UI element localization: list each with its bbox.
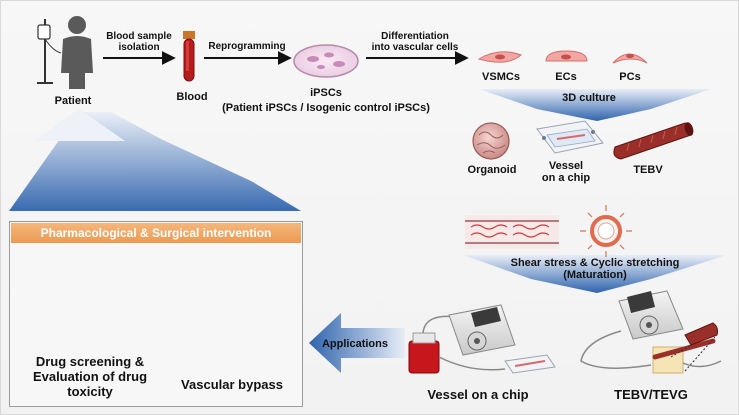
ipsc-dish-icon [293, 44, 359, 78]
ipscs-label: iPSCs [310, 87, 342, 99]
cell-label-vsmcs: VSMCs [482, 71, 520, 83]
applications-label: Applications [321, 338, 388, 350]
culture-label: 3D culture [562, 92, 616, 104]
tebv-tube-icon [613, 122, 694, 160]
patient-label: Patient [54, 95, 92, 107]
blood-label: Blood [176, 91, 208, 103]
upward-flow-arrow [9, 112, 301, 211]
cell-label-ecs: ECs [555, 71, 577, 83]
drug-screening-label: Drug screening & Evaluation of drug toxi… [32, 354, 148, 399]
cell-label-pcs: PCs [619, 71, 641, 83]
intervention-panel [9, 221, 303, 407]
upward-flow-arrow-tip [35, 109, 125, 141]
model-label-vessel-chip: Vessel on a chip [541, 160, 591, 184]
device-label-chip: Vessel on a chip [427, 387, 529, 402]
vascular-bypass-label: Vascular bypass [181, 377, 283, 392]
intervention-title: Pharmacological & Surgical intervention [11, 223, 301, 243]
chip-setup-icon [408, 304, 556, 374]
step-differentiation-label: Differentiation into vascular cells [371, 31, 459, 53]
vsmc-cell-icon [477, 51, 522, 63]
device-label-tebv: TEBV/TEVG [614, 387, 688, 402]
model-label-tebv: TEBV [633, 164, 663, 176]
model-label-organoid: Organoid [467, 164, 517, 176]
ipscs-subtitle: (Patient iPSCs / Isogenic control iPSCs) [222, 102, 430, 114]
patient-icon [37, 16, 93, 89]
pc-cell-icon [612, 53, 648, 64]
step-blood-sample-label: Blood sample isolation [106, 31, 172, 53]
cyclic-stretch-icon [580, 205, 632, 257]
organoid-icon [472, 122, 510, 160]
ec-cell-icon [545, 50, 588, 62]
vessel-chip-icon [536, 120, 604, 154]
blood-tube-icon [183, 31, 195, 82]
maturation-label: Shear stress & Cyclic stretching (Matura… [510, 257, 680, 281]
shear-stress-icon [465, 215, 559, 249]
maturation-flow-arrow [463, 255, 727, 293]
applications-arrow [309, 313, 405, 373]
step-reprogramming-label: Reprogramming [208, 41, 286, 52]
culture-flow-arrow [479, 89, 711, 121]
tebv-setup-icon [580, 290, 722, 374]
